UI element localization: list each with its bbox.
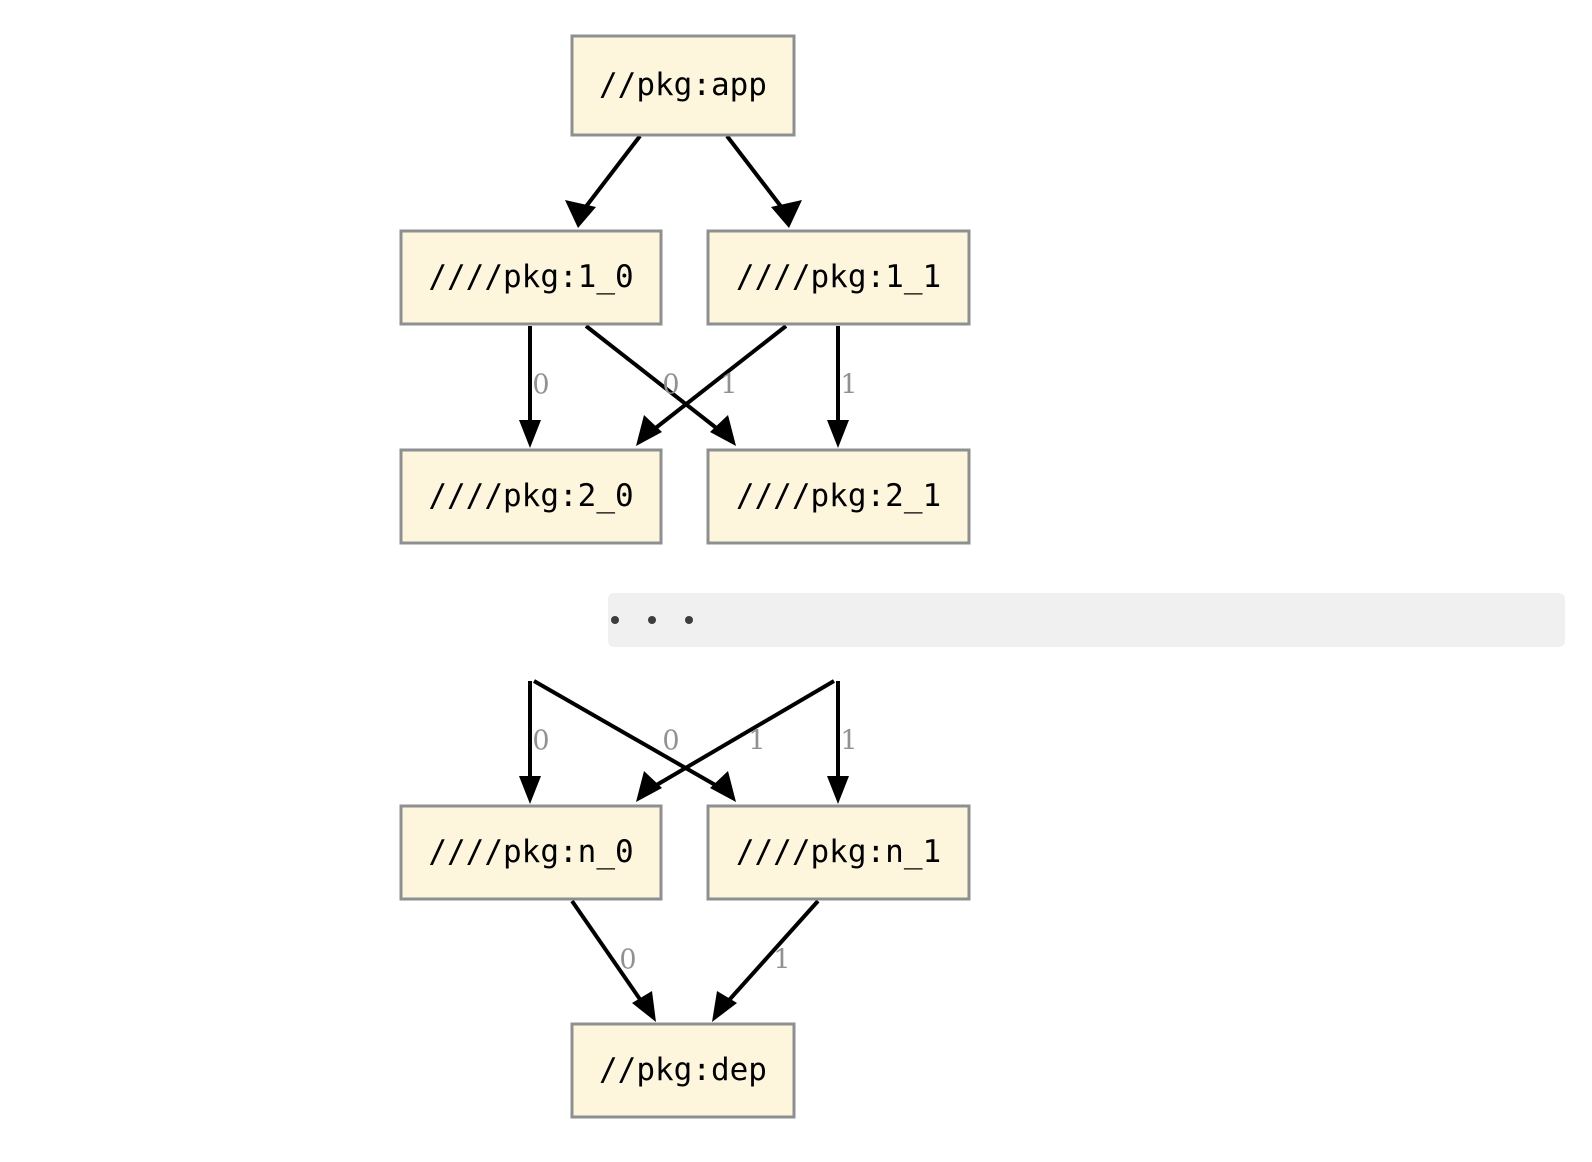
node-label: ////pkg:n_0 bbox=[428, 834, 633, 870]
edge-label: 1 bbox=[748, 726, 765, 757]
graph-edge bbox=[725, 134, 802, 228]
node-label: //pkg:dep bbox=[599, 1052, 767, 1088]
node-box[interactable] bbox=[570, 34, 796, 137]
graph-edge: 1 bbox=[636, 324, 788, 446]
node-box[interactable] bbox=[570, 1022, 796, 1119]
arrowhead-icon bbox=[636, 771, 662, 802]
arrowhead-icon bbox=[636, 415, 662, 446]
graph-edge: 0 bbox=[533, 679, 736, 802]
graph-edge: 0 bbox=[584, 324, 736, 446]
node-label: ////pkg:1_1 bbox=[736, 259, 941, 295]
graph-node-l2_1[interactable]: ////pkg:2_1 bbox=[706, 448, 971, 545]
node-box[interactable] bbox=[399, 448, 663, 545]
graph-edge: 0 bbox=[519, 326, 550, 448]
ellipsis-dot bbox=[611, 616, 619, 624]
ellipsis-band bbox=[608, 593, 1565, 647]
node-box[interactable] bbox=[706, 229, 971, 326]
graph-node-app[interactable]: //pkg:app bbox=[570, 34, 796, 137]
edge-line bbox=[576, 134, 642, 219]
edge-label: 1 bbox=[773, 945, 790, 976]
node-box[interactable] bbox=[706, 804, 971, 901]
graph-node-ln_1[interactable]: ////pkg:n_1 bbox=[706, 804, 971, 901]
edge-line bbox=[725, 134, 791, 219]
edge-label: 1 bbox=[720, 370, 737, 401]
edges-layer: 0 0 1 1 0 0 1 1 0 1 bbox=[519, 134, 858, 1022]
arrowhead-icon bbox=[519, 776, 541, 804]
graph-edge: 0 bbox=[519, 681, 550, 804]
arrowhead-icon bbox=[827, 776, 849, 804]
edge-line bbox=[570, 899, 648, 1010]
edge-line bbox=[720, 899, 820, 1010]
node-label: ////pkg:1_0 bbox=[428, 259, 633, 295]
edge-label: 0 bbox=[662, 370, 679, 401]
node-box[interactable] bbox=[399, 804, 663, 901]
ellipsis-dot bbox=[685, 616, 693, 624]
edge-label: 0 bbox=[662, 726, 679, 757]
arrowhead-icon bbox=[519, 420, 541, 448]
arrowhead-icon bbox=[771, 200, 802, 228]
graph-edge bbox=[565, 134, 642, 228]
node-label: ////pkg:n_1 bbox=[736, 834, 941, 870]
edge-label: 1 bbox=[840, 726, 857, 757]
arrowhead-icon bbox=[632, 991, 656, 1022]
graph-node-l1_0[interactable]: ////pkg:1_0 bbox=[399, 229, 663, 326]
graph-node-dep[interactable]: //pkg:dep bbox=[570, 1022, 796, 1119]
graph-edge: 1 bbox=[827, 681, 858, 804]
edge-line bbox=[646, 324, 788, 436]
graph-edge: 0 bbox=[570, 899, 656, 1022]
arrowhead-icon bbox=[827, 420, 849, 448]
graph-node-ln_0[interactable]: ////pkg:n_0 bbox=[399, 804, 663, 901]
arrowhead-icon bbox=[565, 200, 596, 228]
graph-node-l2_0[interactable]: ////pkg:2_0 bbox=[399, 448, 663, 545]
arrowhead-icon bbox=[710, 771, 736, 802]
edge-label: 0 bbox=[532, 726, 549, 757]
edge-label: 0 bbox=[532, 370, 549, 401]
arrowhead-icon bbox=[710, 415, 736, 446]
node-label: //pkg:app bbox=[599, 67, 767, 103]
nodes-layer: //pkg:app ////pkg:1_0 ////pkg:1_1 ////pkg:2… bbox=[399, 34, 971, 1119]
graph-edge: 1 bbox=[636, 679, 836, 802]
edge-label: 1 bbox=[840, 370, 857, 401]
edge-line bbox=[533, 679, 725, 792]
ellipsis-dot bbox=[648, 616, 656, 624]
arrowhead-icon bbox=[712, 991, 737, 1022]
graph-edge: 1 bbox=[827, 326, 858, 448]
edge-label: 0 bbox=[619, 945, 636, 976]
edge-line bbox=[584, 324, 726, 436]
graph-node-l1_1[interactable]: ////pkg:1_1 bbox=[706, 229, 971, 326]
node-box[interactable] bbox=[399, 229, 663, 326]
edge-line bbox=[646, 679, 836, 792]
node-label: ////pkg:2_1 bbox=[736, 478, 941, 514]
ellipsis-separator bbox=[608, 593, 1565, 647]
node-label: ////pkg:2_0 bbox=[428, 478, 633, 514]
graph-edge: 1 bbox=[712, 899, 820, 1022]
node-box[interactable] bbox=[706, 448, 971, 545]
